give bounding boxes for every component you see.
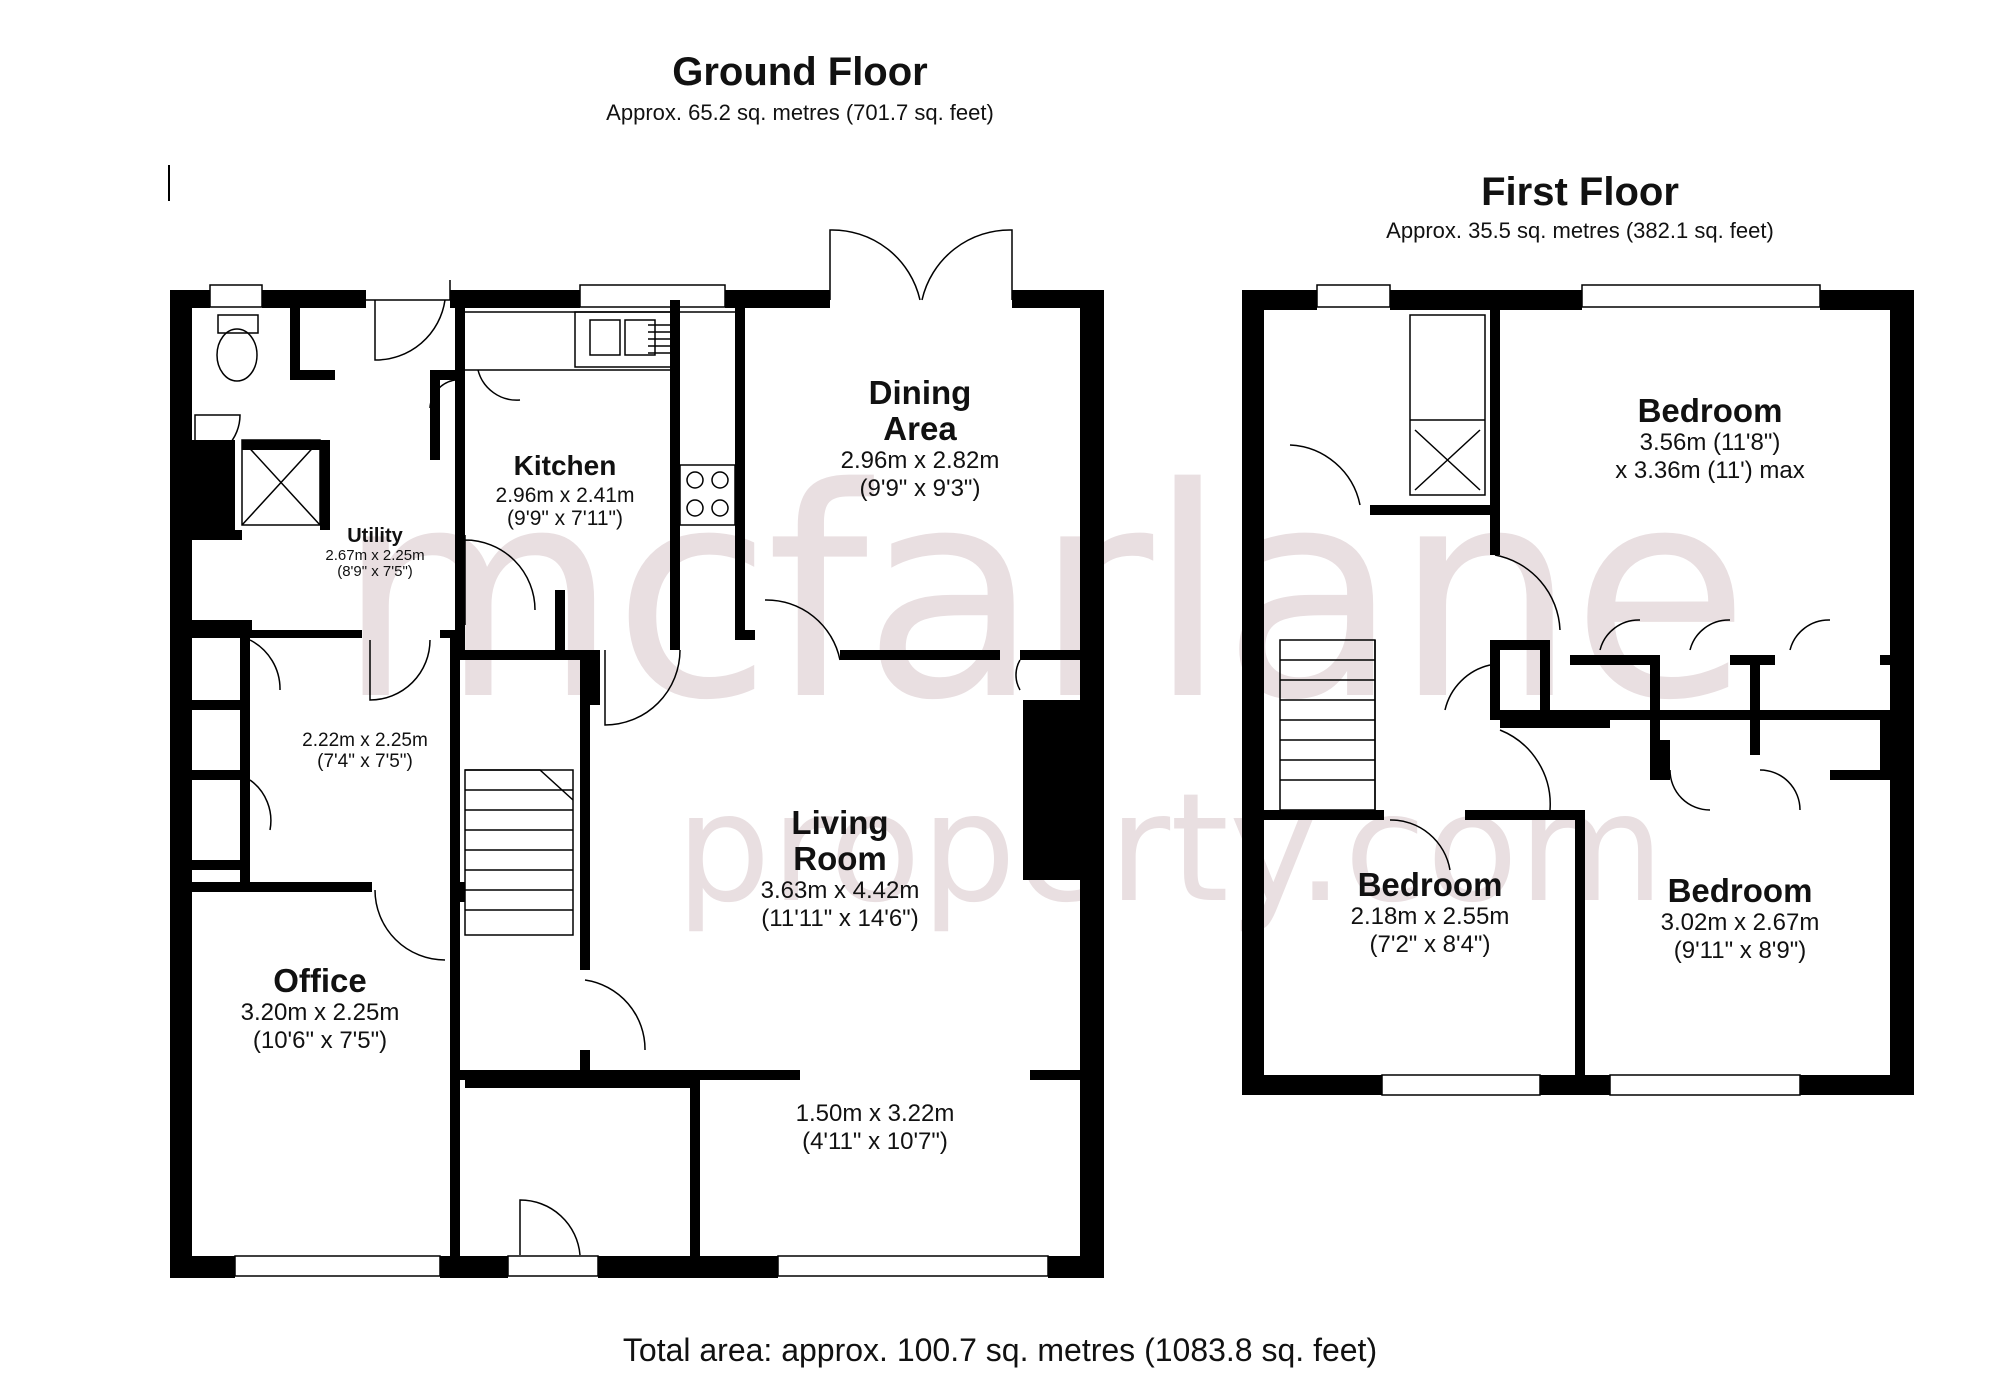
- room-bedroom-main-dim-1: 3.56m (11'8"): [1639, 429, 1781, 456]
- ground-floor-area: Approx. 65.2 sq. metres (701.7 sq. feet): [606, 100, 994, 125]
- first-floor-fixtures: [1247, 284, 1831, 1096]
- room-living-dim-m: 3.63m x 4.42m: [760, 877, 920, 904]
- room-dining-name-2: Area: [883, 410, 957, 447]
- room-living-name-2: Room: [793, 840, 887, 877]
- room-front-dim-m: 1.50m x 3.22m: [795, 1100, 955, 1127]
- room-bedroom-right: Bedroom 3.02m x 2.67m (9'11" x 8'9"): [1610, 873, 1870, 965]
- first-floor-title: First Floor: [1481, 170, 1679, 214]
- room-bedroom-main-name: Bedroom: [1637, 392, 1783, 429]
- room-dining-dim-ft: (9'9" x 9'3"): [859, 475, 981, 502]
- room-bedroom-small-name: Bedroom: [1357, 866, 1503, 903]
- first-floor-area: Approx. 35.5 sq. metres (382.1 sq. feet): [1386, 218, 1774, 243]
- room-kitchen-name: Kitchen: [513, 450, 617, 481]
- room-front-dim-ft: (4'11" x 10'7"): [802, 1128, 948, 1155]
- ground-floor-title: Ground Floor: [672, 50, 928, 94]
- room-bedroom-main: Bedroom 3.56m (11'8") x 3.36m (11') max: [1570, 393, 1850, 485]
- ground-floor-fixtures: [194, 229, 1049, 1277]
- first-floor-plan: [1242, 290, 1914, 1095]
- room-utility-dim-m: 2.67m x 2.25m: [325, 547, 425, 564]
- room-utility: Utility 2.67m x 2.25m (8'9" x 7'5"): [300, 525, 450, 580]
- room-store-dim-ft: (7'4" x 7'5"): [317, 751, 413, 772]
- room-kitchen: Kitchen 2.96m x 2.41m (9'9" x 7'11"): [470, 448, 660, 530]
- room-bedroom-right-dim-m: 3.02m x 2.67m: [1660, 909, 1820, 936]
- room-bedroom-small-dim-m: 2.18m x 2.55m: [1350, 903, 1510, 930]
- room-front: 1.50m x 3.22m (4'11" x 10'7"): [755, 1100, 995, 1156]
- room-bedroom-small-dim-ft: (7'2" x 8'4"): [1369, 931, 1491, 958]
- room-office-dim-ft: (10'6" x 7'5"): [252, 1027, 388, 1054]
- room-office: Office 3.20m x 2.25m (10'6" x 7'5"): [205, 963, 435, 1055]
- room-office-name: Office: [273, 962, 367, 999]
- room-bedroom-right-name: Bedroom: [1667, 872, 1813, 909]
- room-utility-dim-ft: (8'9" x 7'5"): [337, 563, 413, 580]
- watermark-line2: property.com: [676, 762, 1665, 936]
- room-office-dim-m: 3.20m x 2.25m: [240, 999, 400, 1026]
- room-bedroom-main-dim-2: x 3.36m (11') max: [1615, 457, 1805, 484]
- room-dining-name-1: Dining: [868, 374, 972, 411]
- room-bedroom-right-dim-ft: (9'11" x 8'9"): [1673, 937, 1807, 964]
- ground-floor-plan: [170, 290, 1104, 1278]
- room-dining: Dining Area 2.96m x 2.82m (9'9" x 9'3"): [800, 375, 1040, 503]
- room-utility-name: Utility: [347, 525, 403, 547]
- room-store: 2.22m x 2.25m (7'4" x 7'5"): [270, 730, 460, 772]
- total-area: Total area: approx. 100.7 sq. metres (10…: [622, 1332, 1378, 1368]
- room-bedroom-small: Bedroom 2.18m x 2.55m (7'2" x 8'4"): [1300, 867, 1560, 959]
- room-living-name-1: Living: [791, 804, 889, 841]
- room-dining-dim-m: 2.96m x 2.82m: [840, 447, 1000, 474]
- room-store-dim-m: 2.22m x 2.25m: [302, 730, 428, 751]
- room-kitchen-dim-ft: (9'9" x 7'11"): [507, 507, 623, 530]
- room-living-dim-ft: (11'11" x 14'6"): [761, 905, 919, 932]
- room-kitchen-dim-m: 2.96m x 2.41m: [495, 484, 635, 507]
- text-cursor: [168, 165, 170, 201]
- room-living: Living Room 3.63m x 4.42m (11'11" x 14'6…: [720, 805, 960, 933]
